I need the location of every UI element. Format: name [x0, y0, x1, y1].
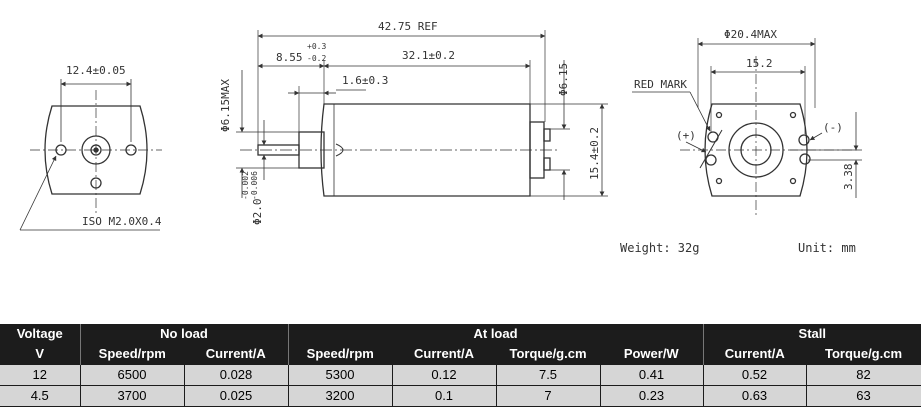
table-cell: 0.028 — [184, 364, 289, 386]
table-cell: 6500 — [80, 364, 185, 386]
col-no-load-current: Current/A — [184, 344, 289, 365]
shaft-diameter-tol-b: -0.006 — [250, 171, 259, 200]
table-cell: 63 — [806, 385, 921, 407]
col-at-load-current: Current/A — [392, 344, 497, 365]
side-view — [236, 30, 608, 200]
performance-table: Voltage No load At load Stall V Speed/rp… — [0, 324, 921, 407]
front-width-dim: 12.4±0.05 — [66, 64, 126, 77]
table-cell: 0.12 — [392, 364, 497, 386]
col-at-load-speed: Speed/rpm — [288, 344, 393, 365]
red-mark-label: RED MARK — [634, 78, 687, 91]
table-cell: 82 — [806, 364, 921, 386]
weight-label: Weight: 32g — [620, 241, 699, 255]
group-stall: Stall — [703, 324, 921, 344]
unit-label: Unit: mm — [798, 241, 856, 255]
body-height-dim: 15.4±0.2 — [588, 127, 601, 180]
body-length-dim: 32.1±0.2 — [402, 49, 455, 62]
terminal-spacing-dim: 15.2 — [746, 57, 773, 70]
group-header-row: Voltage No load At load Stall — [0, 324, 921, 344]
table-header: Voltage No load At load Stall V Speed/rp… — [0, 324, 921, 365]
col-no-load-speed: Speed/rpm — [80, 344, 184, 365]
positive-terminal-label: (+) — [676, 129, 696, 142]
shaft-length-tol-plus: +0.3 — [307, 42, 326, 51]
rear-diameter-dim: Φ20.4MAX — [724, 28, 777, 41]
table-cell: 0.025 — [184, 385, 289, 407]
group-at-load: At load — [288, 324, 704, 344]
technical-drawing: 12.4±0.05 ISO M2.0X0.4 — [19, 20, 862, 255]
group-voltage: Voltage — [0, 324, 81, 344]
shaft-length-tol-minus: -0.2 — [307, 54, 326, 63]
group-no-load: No load — [80, 324, 289, 344]
table-cell: 7 — [496, 385, 601, 407]
table-cell: 5300 — [288, 364, 393, 386]
table-cell: 0.63 — [703, 385, 807, 407]
col-stall-torque: Torque/g.cm — [806, 344, 921, 365]
table-cell: 0.1 — [392, 385, 497, 407]
table-cell: 3200 — [288, 385, 393, 407]
front-view — [19, 79, 162, 231]
rear-view — [632, 38, 862, 215]
table-cell: 3700 — [80, 385, 185, 407]
col-at-load-power: Power/W — [600, 344, 704, 365]
terminal-offset-dim: 3.38 — [842, 164, 855, 191]
boss-length-dim: 1.6±0.3 — [342, 74, 388, 87]
table-row: 12 6500 0.028 5300 0.12 7.5 0.41 0.52 82 — [0, 364, 921, 386]
table-cell: 12 — [0, 364, 81, 386]
negative-terminal-label: (-) — [823, 121, 843, 134]
table-cell: 0.52 — [703, 364, 807, 386]
front-thread-label: ISO M2.0X0.4 — [82, 215, 162, 228]
table-cell: 4.5 — [0, 385, 81, 407]
total-length-dim: 42.75 REF — [378, 20, 438, 33]
boss-diameter-dim: Φ6.15MAX — [219, 79, 232, 132]
shaft-diameter-tol-a: -0.002 — [241, 171, 250, 200]
table-row: 4.5 3700 0.025 3200 0.1 7 0.23 0.63 63 — [0, 385, 921, 407]
table-cell: 7.5 — [496, 364, 601, 386]
table-cell: 0.23 — [600, 385, 704, 407]
column-header-row: V Speed/rpm Current/A Speed/rpm Current/… — [0, 344, 921, 365]
shaft-diameter-dim: Φ2.0 — [251, 199, 264, 226]
col-voltage: V — [0, 344, 81, 365]
shaft-length-dim: 8.55 — [276, 51, 303, 64]
col-stall-current: Current/A — [703, 344, 807, 365]
col-at-load-torque: Torque/g.cm — [496, 344, 601, 365]
rear-boss-diameter-dim: Φ6.15 — [557, 63, 570, 96]
table-body: 12 6500 0.028 5300 0.12 7.5 0.41 0.52 82… — [0, 364, 921, 407]
table-cell: 0.41 — [600, 364, 704, 386]
